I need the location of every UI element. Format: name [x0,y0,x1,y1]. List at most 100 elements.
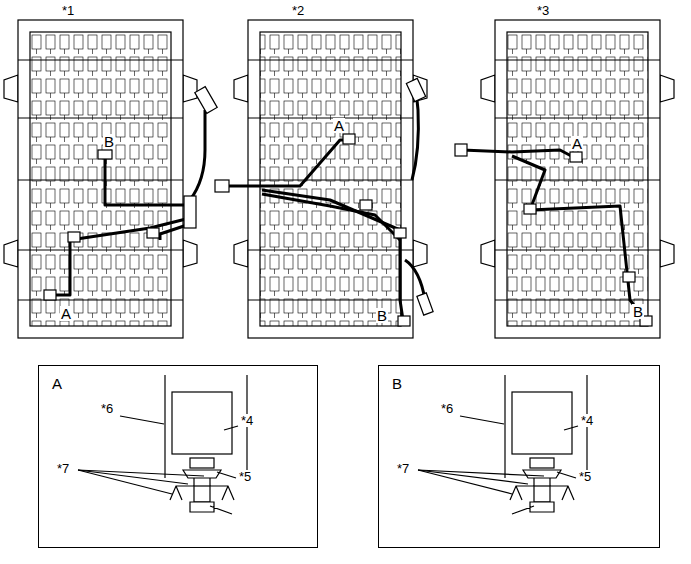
clips-and-connectors-part [44,290,56,300]
clips-and-connectors-part [394,228,406,238]
seat-frames-part [234,240,248,267]
callout-number: *7 [396,462,410,475]
wire-harness-part [262,190,403,320]
clips-and-connectors-part [68,232,80,242]
detail-a-drawing-part [217,472,236,478]
clips-and-connectors-part [147,228,159,238]
frame-bars-part [248,300,413,301]
detail-a-drawing [78,375,247,514]
wire-harness-part [412,90,418,180]
figure-number: *1 [61,4,75,17]
detail-b-drawing-part [523,470,561,478]
seat-frames-part [234,75,248,102]
clips-and-connectors-part [398,316,410,326]
frame-bars-part [495,118,660,119]
frame-bars-part [18,60,183,61]
wire-harness-part [512,156,645,320]
detail-view-letter: A [51,376,63,391]
seat-frames-part [660,240,674,267]
clips-and-connectors-part [195,87,217,114]
callout-number: *4 [580,414,594,427]
clips-and-connectors-part [524,204,536,214]
frame-bars-part [18,180,183,181]
wire-harness-part [462,150,575,158]
frame-bars-part [495,180,660,181]
wire-harness-part [105,158,190,205]
detail-a-drawing-part [194,486,210,502]
detail-a-drawing-part [172,392,232,454]
wire-harness [50,90,645,320]
callout-number: *4 [240,414,254,427]
detail-a-drawing-part [224,426,238,430]
clips-and-connectors-part [98,150,112,159]
detail-a-drawing-part [164,375,165,478]
clips-and-connectors-part [570,152,582,162]
wire-harness-part [262,194,400,240]
frame-bars-part [495,60,660,61]
clips-and-connectors-part [184,196,196,228]
detail-b-drawing [418,375,587,514]
detail-view-letter: B [391,376,403,391]
frame-bars-part [495,300,660,301]
view-letter: A [60,306,72,321]
detail-b-drawing-part [512,502,554,514]
detail-a-drawing-part [190,502,232,514]
view-letter: B [376,308,388,323]
detail-b-drawing-part [460,416,504,424]
seat-frames-part [495,20,660,338]
clips-and-connectors-part [417,293,433,315]
clips-and-connectors-part [215,180,229,192]
detail-b-drawing-part [557,472,576,478]
seat-frames-part [18,20,183,338]
clips-and-connectors-part [360,200,372,210]
detail-view-box: A [38,365,318,548]
callout-number: *6 [100,402,114,415]
detail-b-drawing-part [512,392,572,454]
seat-frames-part [4,75,18,102]
detail-b-drawing-part [534,486,550,502]
seat-frames-part [183,75,197,102]
seat-frames [4,20,674,338]
detail-b-drawing-part [504,375,505,478]
seat-frames-part [660,75,674,102]
callout-number: *6 [440,402,454,415]
seat-frames-part [248,20,413,338]
detail-b-drawing-part [564,426,578,430]
wire-harness-part [222,140,350,186]
frame-bars-part [248,180,413,181]
clips-and-connectors-part [343,134,355,144]
view-letter: B [103,134,115,149]
detail-a-drawing-part [78,470,204,476]
detail-a-drawing-part [190,458,214,468]
view-letter: B [632,304,644,319]
seat-frames-part [413,240,427,267]
frame-bars-part [18,250,183,251]
seat-frames-part [4,240,18,267]
detail-b-drawing-part [418,470,544,476]
callout-number: *5 [238,470,252,483]
seat-frames-part [260,32,401,326]
wire-harness-part [190,110,205,200]
detail-b-drawing-part [530,458,554,468]
frame-bars [18,60,660,300]
clips-and-connectors-part [623,272,635,282]
view-letter: A [333,118,345,133]
wire-harness-part [50,218,190,295]
callout-number: *5 [578,470,592,483]
detail-a-drawing-part [120,416,164,424]
detail-view-box: B [378,365,660,548]
clips-and-connectors-part [455,144,467,156]
frame-bars-part [18,300,183,301]
figure-number: *3 [536,4,550,17]
frame-bars-part [248,118,413,119]
seat-frames-part [183,240,197,267]
clips-and-connectors-part [406,78,425,101]
callout-number: *7 [56,462,70,475]
seat-frames-part [481,240,495,267]
view-letter: A [571,136,583,151]
frame-bars-part [248,250,413,251]
frame-bars-part [248,60,413,61]
seat-frames-part [481,75,495,102]
frame-bars-part [18,118,183,119]
seat-frames-part [507,32,648,326]
